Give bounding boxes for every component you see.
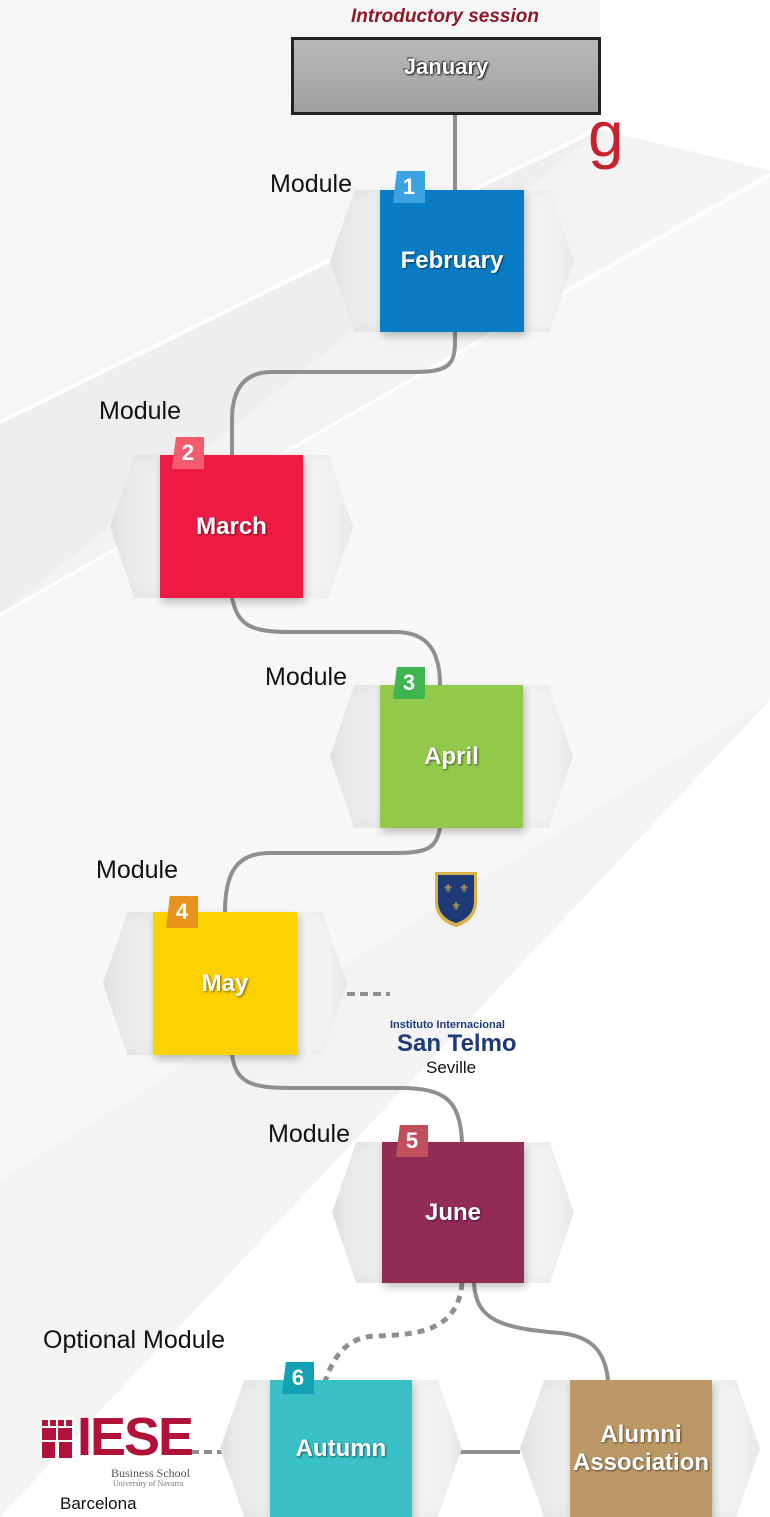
module-5-number: 5 bbox=[396, 1125, 428, 1157]
module-4-card: May bbox=[153, 912, 297, 1055]
module-2-card: March bbox=[160, 455, 303, 598]
alumni-card: Alumni Association bbox=[570, 1380, 712, 1517]
module-6-number: 6 bbox=[282, 1362, 314, 1394]
module-3-card: April bbox=[380, 685, 523, 828]
iese-city: Barcelona bbox=[60, 1494, 137, 1513]
module-1-card: February bbox=[380, 190, 524, 332]
iese-line1: Business School bbox=[111, 1466, 191, 1480]
connector-jun-optional bbox=[322, 1282, 465, 1383]
module-6-card: Autumn bbox=[270, 1380, 412, 1517]
svg-text:⚜: ⚜ bbox=[451, 900, 461, 913]
san-telmo-line2: San Telmo bbox=[397, 1030, 517, 1057]
svg-text:⚜: ⚜ bbox=[443, 882, 453, 895]
connector-mar-apr bbox=[230, 597, 442, 686]
san-telmo-crest-icon: ⚜ ⚜ ⚜ bbox=[435, 872, 477, 927]
module-2-label: Module bbox=[99, 397, 181, 425]
module-3-month: April bbox=[424, 742, 479, 770]
january-box: January bbox=[291, 37, 601, 115]
connector-jun-alumni bbox=[472, 1282, 610, 1381]
module-3-number: 3 bbox=[393, 667, 425, 699]
intro-label: Introductory session bbox=[351, 6, 539, 27]
module-1-label: Module bbox=[270, 170, 352, 198]
module-2-number: 2 bbox=[172, 437, 204, 469]
iese-logo-icon bbox=[40, 1418, 74, 1460]
module-4-label: Module bbox=[96, 856, 178, 884]
module-4-number: 4 bbox=[166, 896, 198, 928]
module-5-label: Module bbox=[268, 1120, 350, 1148]
svg-text:⚜: ⚜ bbox=[459, 882, 469, 895]
iese-wordmark: IESE bbox=[77, 1407, 194, 1467]
module-6-month: Autumn bbox=[295, 1434, 387, 1462]
module-3-label: Module bbox=[265, 663, 347, 691]
module-5-month: June bbox=[424, 1198, 481, 1226]
optional-module-label: Optional Module bbox=[43, 1326, 226, 1354]
connector-may-jun bbox=[230, 1054, 464, 1143]
connector-feb-mar bbox=[230, 332, 457, 455]
module-1-month: February bbox=[400, 247, 504, 275]
san-telmo-line1: Instituto Internacional bbox=[390, 1019, 505, 1031]
january-label: January bbox=[403, 54, 489, 79]
connector-apr-may bbox=[223, 827, 442, 913]
module-5-card: June bbox=[382, 1142, 524, 1283]
module-1-number: 1 bbox=[393, 171, 425, 203]
alumni-line2: Association bbox=[572, 1448, 710, 1476]
alumni-line1: Alumni bbox=[600, 1420, 682, 1448]
module-2-month: March bbox=[196, 512, 267, 540]
iese-line2: University of Navarra bbox=[113, 1479, 184, 1488]
module-4-month: May bbox=[201, 969, 249, 997]
san-telmo-city: Seville bbox=[426, 1058, 477, 1077]
